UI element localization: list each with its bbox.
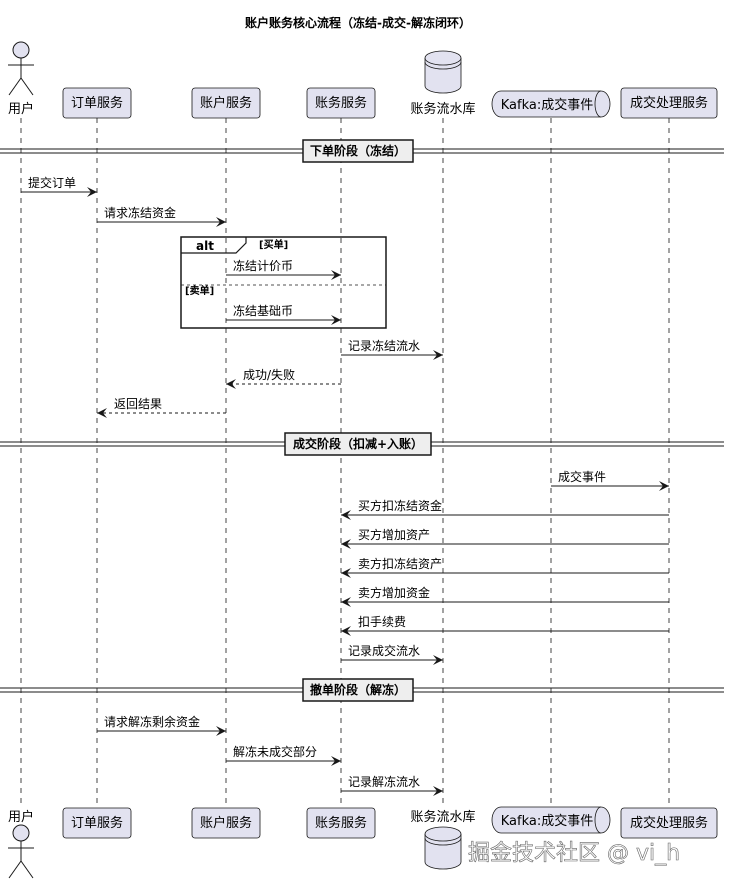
participants-top: 用户 订单服务 账户服务 账务服务 账务流水库 Kafka:成交事件 成交处理服务 xyxy=(8,41,718,119)
participant-trade: 成交处理服务 xyxy=(620,807,718,839)
message-label: 卖方增加资金 xyxy=(358,585,430,600)
participant-box xyxy=(191,807,261,839)
participant-label: 账户服务 xyxy=(200,95,252,111)
participant-label: 账务服务 xyxy=(315,95,367,111)
participant-label: 账务流水库 xyxy=(410,101,475,117)
participant-label: 成交处理服务 xyxy=(630,95,708,111)
participant-label: 用户 xyxy=(8,809,34,825)
alt-condition: [买单] xyxy=(259,238,288,251)
participant-label: 订单服务 xyxy=(71,815,123,831)
database-icon xyxy=(424,826,462,870)
message-label: 扣手续费 xyxy=(358,615,406,629)
participant-box xyxy=(62,807,132,839)
actor-icon xyxy=(8,41,34,96)
message: 冻结基础币 xyxy=(226,303,341,325)
participant-box xyxy=(620,87,718,119)
participant-label: 账户服务 xyxy=(200,815,252,831)
participant-box xyxy=(306,87,376,119)
watermark: 掘金技术社区 @ vi_h xyxy=(468,841,680,866)
participant-box xyxy=(306,807,376,839)
message: 买方增加资产 xyxy=(341,527,669,549)
participant-db: 账务流水库 xyxy=(410,809,476,870)
phase-divider-box xyxy=(302,678,414,702)
message: 卖方增加资金 xyxy=(341,585,669,607)
phase-dividers: 下单阶段（冻结） 成交阶段（扣减+入账） 撤单阶段（解冻） xyxy=(0,139,724,702)
alt-frame: alt [买单] [卖单] xyxy=(180,236,387,329)
message: 成交事件 xyxy=(551,469,669,491)
participant-label: Kafka:成交事件 xyxy=(501,813,594,829)
message: 卖方扣冻结资产 xyxy=(341,556,669,578)
message-label: 冻结基础币 xyxy=(233,303,293,318)
participant-label: 账务流水库 xyxy=(410,809,475,825)
message: 成功/失败 xyxy=(226,367,341,389)
phase-divider: 下单阶段（冻结） xyxy=(0,139,724,163)
alt-frame-border xyxy=(180,236,387,329)
participant-box xyxy=(620,807,718,839)
phase-divider-box xyxy=(302,139,414,163)
participant-label: 账务服务 xyxy=(315,815,367,831)
phase-divider-label: 撤单阶段（解冻） xyxy=(310,682,406,697)
participants-bottom: 用户 订单服务 账户服务 账务服务 账务流水库 Kafka:成交事件 成交处理服务 xyxy=(8,806,718,879)
lifelines xyxy=(20,118,670,808)
message: 记录成交流水 xyxy=(341,643,443,665)
queue-icon xyxy=(491,806,611,834)
participant-db: 账务流水库 xyxy=(410,50,476,117)
participant-box xyxy=(62,87,132,119)
message: 请求解冻剩余资金 xyxy=(97,714,226,736)
actor-icon xyxy=(8,824,34,879)
participant-order: 订单服务 xyxy=(62,807,132,839)
message: 解冻未成交部分 xyxy=(226,744,341,766)
message-label: 记录成交流水 xyxy=(348,643,420,658)
participant-user: 用户 xyxy=(8,809,34,879)
participant-label: 用户 xyxy=(8,101,34,117)
message-label: 返回结果 xyxy=(114,397,162,411)
message-label: 记录冻结流水 xyxy=(348,338,420,353)
message-label: 买方增加资产 xyxy=(358,527,430,542)
queue-icon xyxy=(491,90,611,118)
participant-label: 订单服务 xyxy=(71,95,123,111)
database-icon xyxy=(424,50,462,94)
message-label: 买方扣冻结资金 xyxy=(358,498,442,513)
phase-divider-label: 下单阶段（冻结） xyxy=(310,143,406,158)
participant-trade: 成交处理服务 xyxy=(620,87,718,119)
message: 返回结果 xyxy=(97,397,226,418)
message-label: 冻结计价币 xyxy=(233,258,293,273)
message-label: 卖方扣冻结资产 xyxy=(358,556,442,571)
participant-kafka: Kafka:成交事件 xyxy=(491,806,611,834)
participant-label: 成交处理服务 xyxy=(630,815,708,831)
message: 冻结计价币 xyxy=(226,258,341,280)
message: 买方扣冻结资金 xyxy=(341,498,669,520)
phase-divider: 撤单阶段（解冻） xyxy=(0,678,724,702)
participant-label: Kafka:成交事件 xyxy=(501,97,594,113)
participant-account: 账户服务 xyxy=(191,87,261,119)
participant-order: 订单服务 xyxy=(62,87,132,119)
message: 记录冻结流水 xyxy=(341,338,443,360)
phase-divider: 成交阶段（扣减+入账） xyxy=(0,432,724,456)
message: 请求冻结资金 xyxy=(97,205,226,227)
alt-keyword: alt xyxy=(196,239,214,253)
phase-divider-label: 成交阶段（扣减+入账） xyxy=(293,436,423,451)
message: 记录解冻流水 xyxy=(341,774,443,796)
participant-account: 账户服务 xyxy=(191,807,261,839)
message-label: 请求冻结资金 xyxy=(104,205,176,220)
message-label: 提交订单 xyxy=(28,175,76,190)
participant-box xyxy=(191,87,261,119)
messages: 提交订单请求冻结资金冻结计价币冻结基础币记录冻结流水成功/失败返回结果成交事件买… xyxy=(21,175,669,796)
participant-user: 用户 xyxy=(8,41,34,117)
message-label: 成功/失败 xyxy=(243,367,295,382)
message-label: 成交事件 xyxy=(558,469,606,484)
message: 提交订单 xyxy=(21,175,97,197)
alt-condition: [卖单] xyxy=(185,284,214,297)
message: 扣手续费 xyxy=(341,615,669,636)
alt-frame-tab xyxy=(181,237,247,254)
message-label: 记录解冻流水 xyxy=(348,774,420,789)
participant-kafka: Kafka:成交事件 xyxy=(491,90,611,118)
message-label: 请求解冻剩余资金 xyxy=(104,714,200,729)
diagram-title: 账户账务核心流程（冻结-成交-解冻闭环） xyxy=(245,15,471,30)
participant-ledger: 账务服务 xyxy=(306,87,376,119)
message-label: 解冻未成交部分 xyxy=(233,744,317,759)
participant-ledger: 账务服务 xyxy=(306,807,376,839)
phase-divider-box xyxy=(284,432,432,456)
